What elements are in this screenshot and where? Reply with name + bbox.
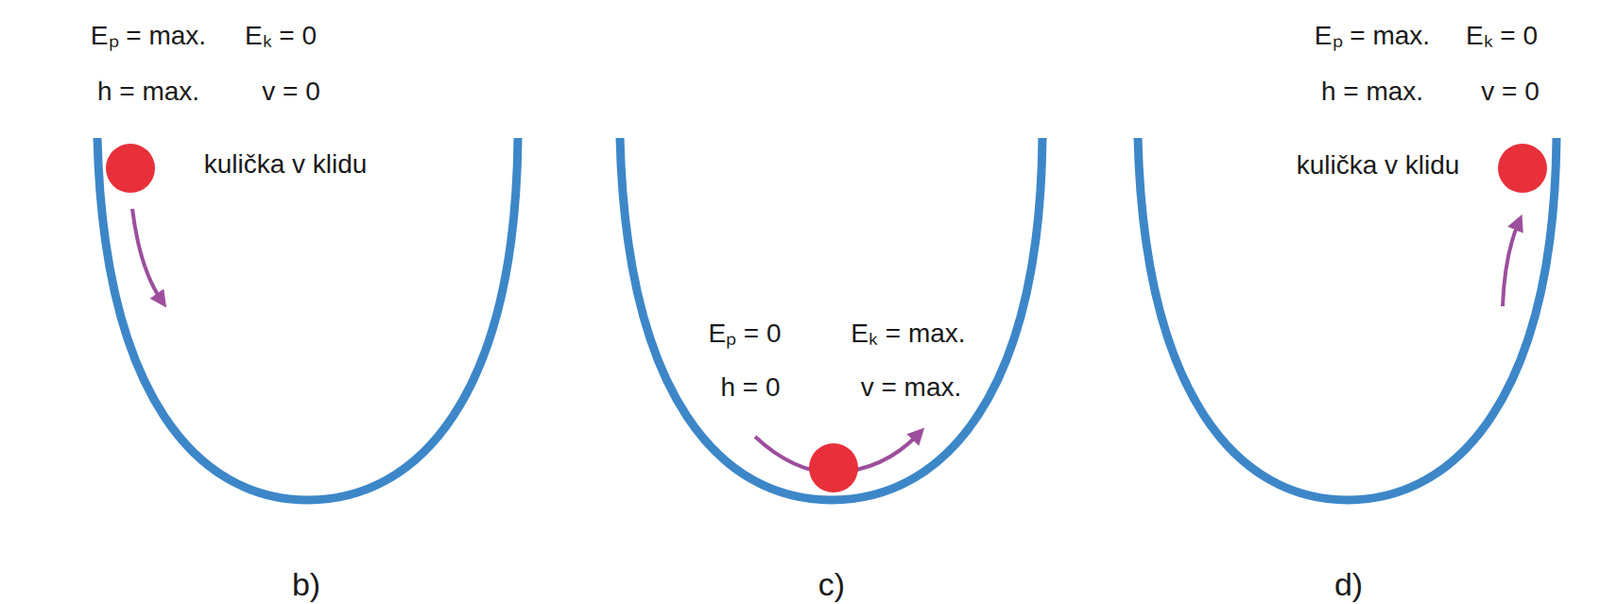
bowl [97, 137, 518, 500]
energy-label: Eₖ = 0 [1465, 21, 1538, 52]
panel-label: b) [292, 567, 321, 603]
motion-arrow [1502, 222, 1519, 307]
speed-label: v = max. [860, 373, 963, 403]
bowl [1137, 137, 1557, 500]
height-label: h = max. [97, 77, 200, 107]
bowl [619, 137, 1043, 500]
height-label: h = max. [1321, 77, 1424, 107]
height-label: h = 0 [720, 373, 780, 403]
motion-arrow [132, 208, 162, 301]
ball-note: kulička v klidu [1296, 151, 1461, 181]
speed-label: v = 0 [261, 77, 320, 107]
panel-label: c) [818, 567, 845, 603]
panel-label: d) [1334, 567, 1363, 603]
energy-label: Eₖ = 0 [244, 21, 317, 52]
energy-label: Eₖ = max. [850, 319, 965, 349]
ball [808, 443, 859, 493]
speed-label: v = 0 [1480, 77, 1539, 107]
ball [105, 143, 155, 193]
energy-label: Eₚ = 0 [707, 319, 781, 349]
energy-label: Eₚ = max. [1314, 21, 1430, 52]
ball-note: kulička v klidu [204, 150, 368, 180]
ball [1497, 143, 1548, 193]
energy-label: Eₚ = max. [90, 21, 207, 52]
